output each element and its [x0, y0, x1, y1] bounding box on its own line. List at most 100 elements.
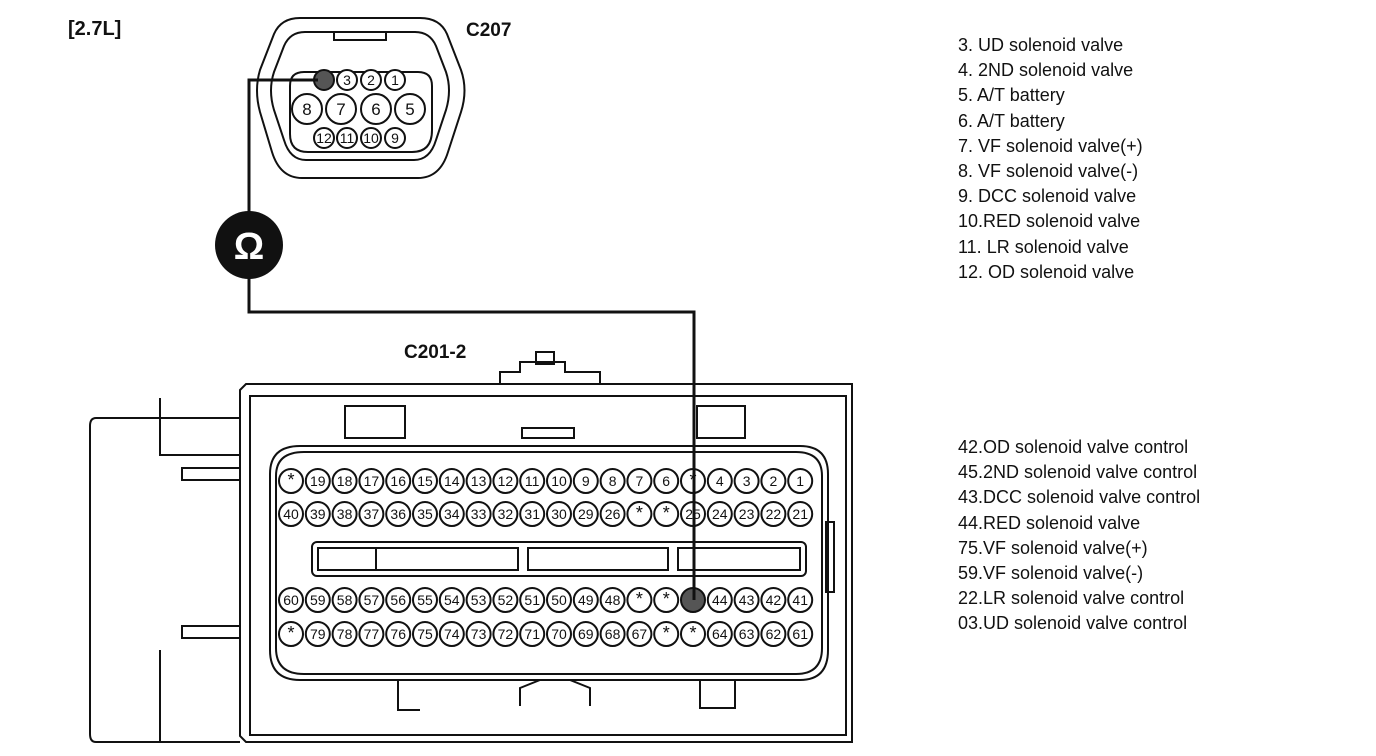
pin-label: 14	[444, 473, 460, 489]
pin: 59	[304, 587, 331, 613]
pin: 11	[336, 127, 358, 149]
pin-label: 75	[417, 626, 433, 642]
pin-label: 54	[444, 592, 460, 608]
pin-label: 77	[364, 626, 380, 642]
pin: 17	[358, 468, 385, 494]
pin: 63	[733, 621, 760, 647]
pin-circle	[706, 468, 733, 494]
pin-label: 29	[578, 506, 594, 522]
pin-circle	[313, 127, 335, 149]
pin-circle	[358, 501, 385, 527]
pin-circle	[331, 621, 358, 647]
pin-label: 53	[471, 592, 487, 608]
pin: 58	[331, 587, 358, 613]
pin-label: 68	[605, 626, 621, 642]
pin: 38	[331, 501, 358, 527]
pin-label: 8	[609, 473, 617, 489]
pin-label: 59	[310, 592, 326, 608]
pin-label: 6	[662, 473, 670, 489]
pin: 7	[626, 468, 653, 494]
pin-label: 43	[739, 592, 755, 608]
pin: 60	[278, 587, 304, 613]
c201-side-latch	[825, 521, 835, 593]
pin-circle	[599, 468, 626, 494]
pin: 8	[291, 93, 323, 125]
pin-circle	[492, 587, 519, 613]
legend-item: 75.VF solenoid valve(+)	[958, 537, 1148, 558]
legend-item: 5. A/T battery	[958, 85, 1065, 106]
c207-title: C207	[466, 20, 512, 41]
pin-circle	[760, 587, 787, 613]
c201-center-bar-seg3	[677, 547, 801, 571]
pin-label: 12	[498, 473, 514, 489]
legend-item: 59.VF solenoid valve(-)	[958, 563, 1144, 584]
pin-label: 50	[551, 592, 567, 608]
pin-circle	[546, 501, 572, 527]
pin-circle	[653, 501, 680, 527]
pin: 9	[572, 468, 599, 494]
pin: 12	[313, 127, 335, 149]
pin-label: 21	[792, 506, 808, 522]
pin-circle	[733, 501, 760, 527]
pin-label: 55	[417, 592, 433, 608]
pin-label: 18	[337, 473, 353, 489]
pin-circle	[492, 501, 519, 527]
pin-label: 11	[525, 473, 540, 489]
pin-circle	[519, 621, 546, 647]
pin-label: 1	[391, 72, 399, 88]
pin: 5	[394, 93, 426, 125]
pin: 74	[438, 621, 465, 647]
engine-label: [2.7L]	[68, 18, 122, 40]
pin-circle	[572, 587, 599, 613]
pin: 70	[546, 621, 572, 647]
pin-circle	[706, 587, 733, 613]
pin: 2	[760, 468, 787, 494]
pin-label: 79	[310, 626, 326, 642]
pin: 22	[760, 501, 787, 527]
pin-label: 9	[391, 130, 399, 146]
pin-label: 39	[310, 506, 326, 522]
pin-label: 10	[551, 473, 567, 489]
c201-left-tab	[159, 398, 240, 456]
legend-item: 4. 2ND solenoid valve	[958, 60, 1134, 81]
pin: 75	[412, 621, 438, 647]
pin-label: 10	[363, 130, 379, 146]
pin-circle	[438, 468, 465, 494]
pin-circle	[653, 621, 680, 647]
pin: 6	[653, 468, 680, 494]
c201-center-bar-seg1	[317, 547, 519, 571]
pin-label: 4	[716, 473, 724, 489]
pin-circle	[733, 468, 760, 494]
pin-circle	[278, 501, 304, 527]
pin: 3	[733, 468, 760, 494]
pin-circle	[546, 587, 572, 613]
c207-inner-housing	[270, 31, 450, 161]
pin-circle	[519, 587, 546, 613]
pin-label: *	[663, 623, 670, 643]
pin-label: 7	[336, 100, 345, 119]
pin-label: 58	[337, 592, 353, 608]
pin-label: 22	[766, 506, 782, 522]
legend-item: 44.RED solenoid valve	[958, 512, 1141, 533]
pin: 48	[599, 587, 626, 613]
pin-label: 2	[367, 72, 375, 88]
legend-item: 45.2ND solenoid valve control	[958, 462, 1198, 483]
legend-item: 43.DCC solenoid valve control	[958, 487, 1201, 508]
pin-label: 41	[792, 592, 808, 608]
pin: *	[626, 501, 653, 527]
pin: 18	[331, 468, 358, 494]
pin-circle	[360, 127, 382, 149]
pin-circle	[572, 621, 599, 647]
pin-label: 44	[712, 592, 728, 608]
pin: 34	[438, 501, 465, 527]
pin-label: 67	[632, 626, 648, 642]
c207-outer-housing	[256, 17, 466, 179]
pin-circle	[360, 93, 392, 125]
pin-label: *	[689, 623, 696, 643]
pin: 14	[438, 468, 465, 494]
pin: 37	[358, 501, 385, 527]
pin-label: 71	[524, 626, 540, 642]
pin-label: 69	[578, 626, 594, 642]
pin-label: 23	[739, 506, 755, 522]
c201-center-bar-seg2	[527, 547, 669, 571]
